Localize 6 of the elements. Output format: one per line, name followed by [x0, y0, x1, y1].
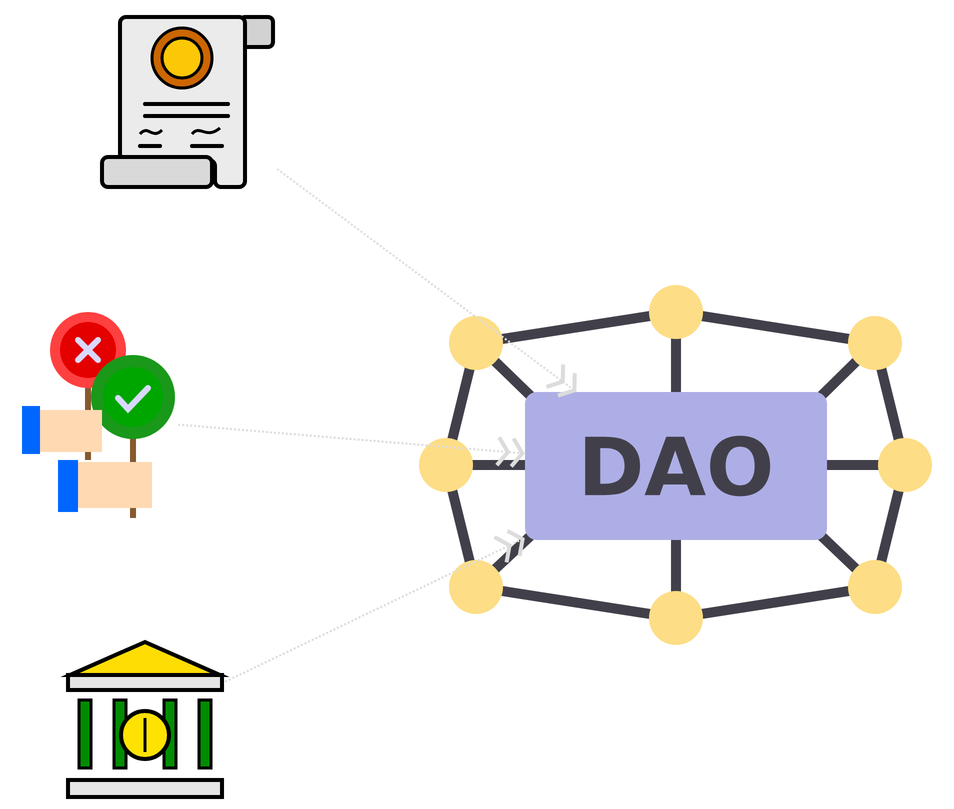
- picture: [22, 312, 175, 521]
- arrow: [276, 168, 577, 398]
- arrow: [178, 424, 525, 468]
- arrow: [224, 529, 525, 683]
- dao-label-box: DAO: [525, 392, 827, 540]
- picture: [100, 15, 275, 189]
